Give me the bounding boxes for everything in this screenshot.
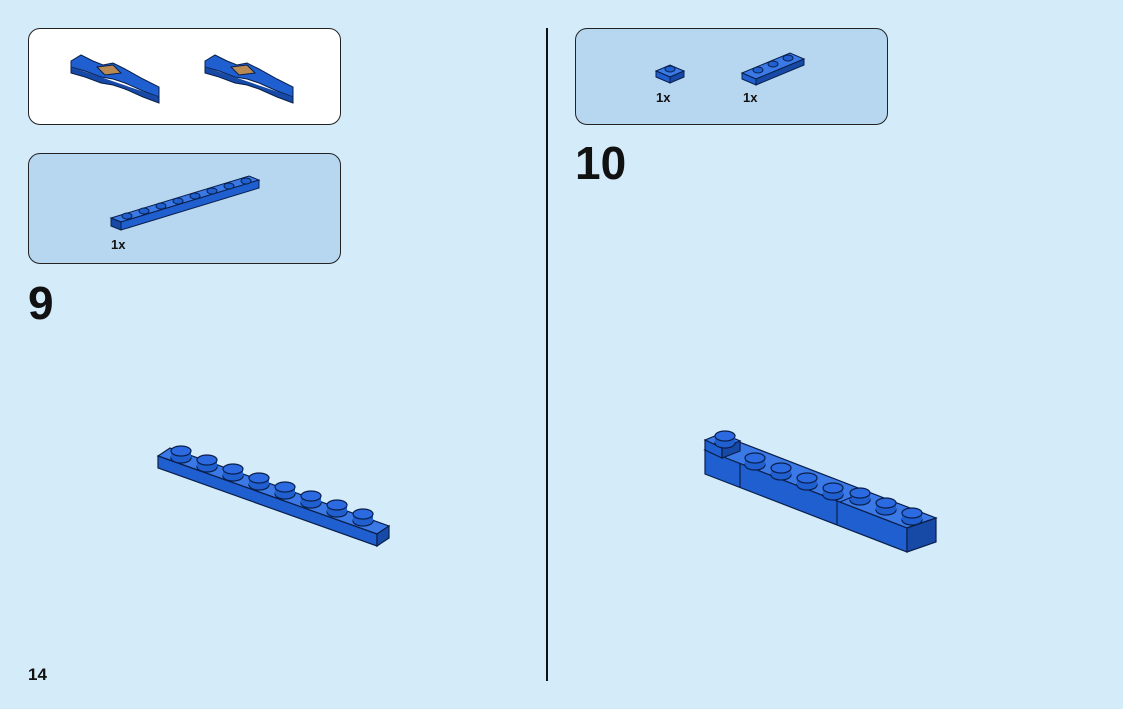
step-9-number: 9 <box>28 277 54 329</box>
plate-1x8-icon <box>109 175 261 231</box>
step-10-parts-box: 1x 1x <box>575 28 888 125</box>
step-10-part-2-qty: 1x <box>743 90 758 105</box>
wing-piece-right-image <box>204 54 294 104</box>
column-divider <box>546 28 548 681</box>
step-9-parts-box: 1x <box>28 153 341 264</box>
step-9-part-qty: 1x <box>111 237 126 252</box>
subassembly-preview-box <box>28 28 341 125</box>
page-number: 14 <box>28 665 47 684</box>
step-10-part-1-qty: 1x <box>656 90 671 105</box>
step-9-build-image <box>156 445 391 548</box>
wing-piece-left-image <box>70 54 160 104</box>
step-10-number: 10 <box>575 137 627 189</box>
plate-1x1-icon <box>654 64 686 84</box>
step-10-build-image <box>703 430 938 553</box>
plate-1x3-icon <box>740 52 806 86</box>
